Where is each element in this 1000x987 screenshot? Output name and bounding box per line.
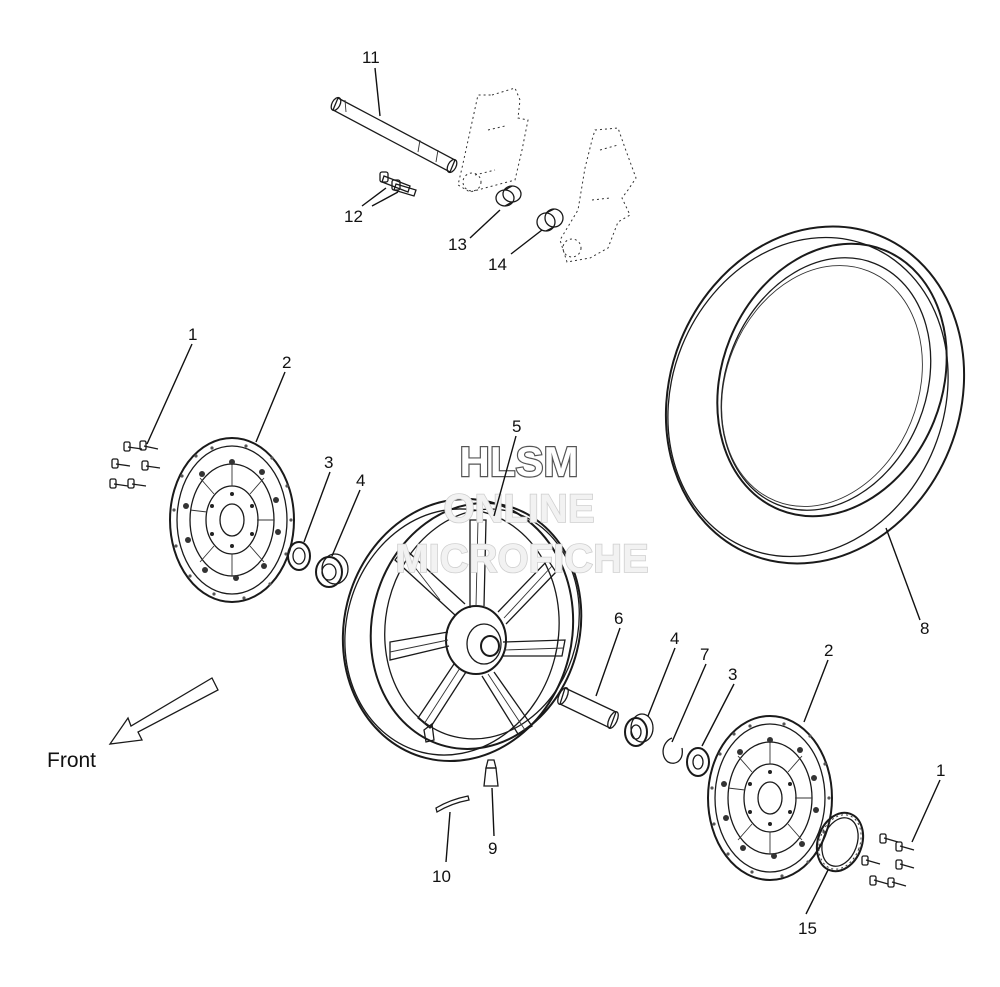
callout-10: 10 — [432, 867, 451, 886]
callout-8: 8 — [920, 619, 929, 638]
pinch-bolts — [379, 171, 417, 197]
front-arrow-icon — [108, 677, 219, 745]
callout-14: 14 — [488, 255, 507, 274]
brake-disc-right — [707, 715, 833, 881]
callout-4-left: 4 — [356, 471, 365, 490]
axle-spacer — [557, 687, 619, 729]
watermark-line1: HLSM — [460, 438, 579, 485]
fork-leg-left — [457, 87, 529, 193]
callout-numbers: 11 12 13 14 1 2 3 4 5 6 4 7 3 2 8 1 9 10… — [188, 48, 945, 938]
circlip — [662, 737, 683, 764]
valve-stem — [483, 759, 499, 787]
callout-11: 11 — [362, 48, 380, 67]
callout-13: 13 — [448, 235, 467, 254]
callout-1-right: 1 — [936, 761, 945, 780]
seal-right — [686, 747, 710, 777]
callout-6: 6 — [614, 609, 623, 628]
callout-1-left: 1 — [188, 325, 197, 344]
tone-ring — [815, 811, 865, 873]
front-axle — [330, 96, 458, 174]
callout-3-left: 3 — [324, 453, 333, 472]
bearing-right — [624, 713, 654, 747]
callout-3-right: 3 — [728, 665, 737, 684]
spacer-14 — [536, 208, 564, 232]
disc-bolt-holes — [210, 492, 254, 548]
bearing-left — [315, 553, 349, 588]
callout-4-right: 4 — [670, 629, 679, 648]
spacer-13 — [495, 185, 522, 207]
fork-leg-right — [559, 127, 637, 263]
seal-left — [287, 541, 311, 571]
callout-7: 7 — [700, 645, 709, 664]
callout-2-right: 2 — [824, 641, 833, 660]
front-label: Front — [47, 749, 96, 772]
tire — [664, 225, 966, 565]
balance-weight — [435, 795, 470, 814]
callout-15: 15 — [798, 919, 817, 938]
callout-9: 9 — [488, 839, 497, 858]
callout-12: 12 — [344, 207, 363, 226]
watermark: HLSM ONLINE MICROFICHE — [395, 437, 650, 582]
leader-lines — [146, 67, 941, 915]
cast-wheel — [341, 497, 583, 763]
callout-2-left: 2 — [282, 353, 291, 372]
callout-5: 5 — [512, 417, 521, 436]
brake-disc-left — [169, 437, 295, 603]
watermark-line2: ONLINE — [443, 487, 594, 531]
watermark-line3: MICROFICHE — [395, 537, 648, 581]
disc-bolts-right — [861, 833, 915, 888]
disc-bolts-left — [109, 440, 161, 489]
